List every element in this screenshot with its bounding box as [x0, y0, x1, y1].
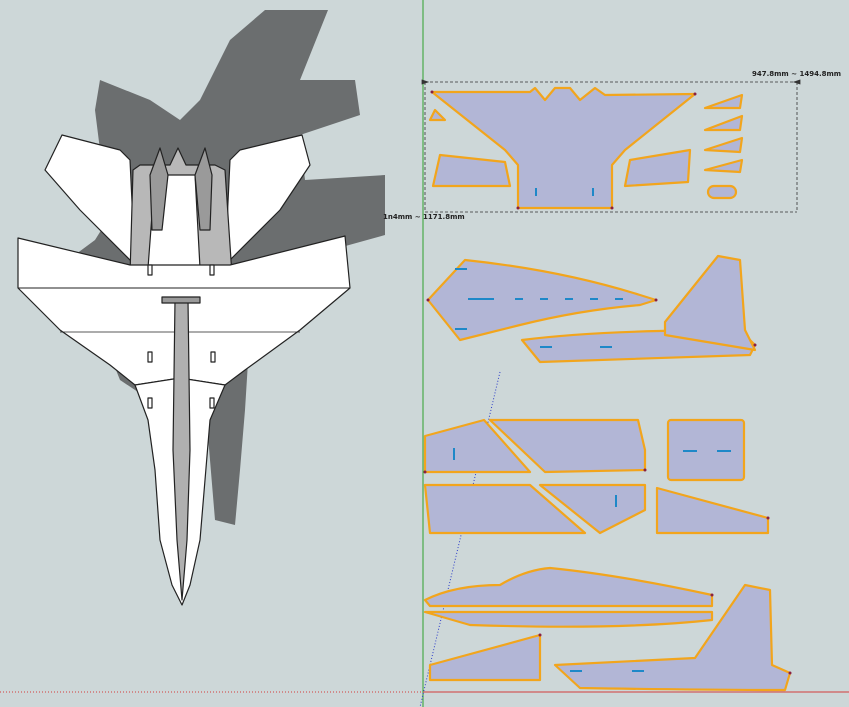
part-oval-tab[interactable] [706, 184, 738, 200]
right-fin [194, 147, 213, 231]
part-canopy-top[interactable] [423, 566, 714, 608]
dimension-lines [421, 79, 801, 213]
stand-plate [161, 296, 201, 304]
part-blade-4[interactable] [703, 158, 744, 174]
right-stabilizer [224, 134, 311, 266]
part-fuselage-bottom[interactable] [423, 610, 714, 628]
part-panel-c[interactable] [423, 483, 587, 535]
part-vertical-tail[interactable] [663, 254, 757, 352]
part-blade-3[interactable] [703, 136, 744, 154]
part-bottom-triangle[interactable] [428, 633, 542, 682]
part-blade-2[interactable] [703, 114, 744, 132]
part-panel-d[interactable] [538, 483, 647, 535]
part-right-panel[interactable] [623, 148, 692, 188]
part-left-panel[interactable] [431, 153, 512, 188]
part-square-plate[interactable] [666, 418, 746, 482]
part-wing-center[interactable] [430, 86, 697, 210]
part-panel-a[interactable] [423, 418, 532, 474]
left-fin [149, 147, 169, 231]
vertex-markers [423, 90, 792, 675]
part-rear-fuselage[interactable] [553, 583, 792, 692]
part-wedge[interactable] [655, 486, 770, 535]
dimension-width-label: 947.8mm ~ 1494.8mm [752, 70, 842, 78]
part-slots [453, 188, 731, 672]
cutout-parts[interactable] [423, 86, 792, 692]
part-small-tab[interactable] [428, 108, 447, 122]
aircraft-model[interactable] [17, 134, 351, 606]
fuselage-spine [172, 299, 191, 601]
part-panel-b[interactable] [488, 418, 647, 474]
left-stabilizer [44, 134, 136, 266]
dimension-height-label: 1n4mm ~ 1171.8mm [383, 213, 465, 221]
part-blade-1[interactable] [703, 93, 744, 110]
